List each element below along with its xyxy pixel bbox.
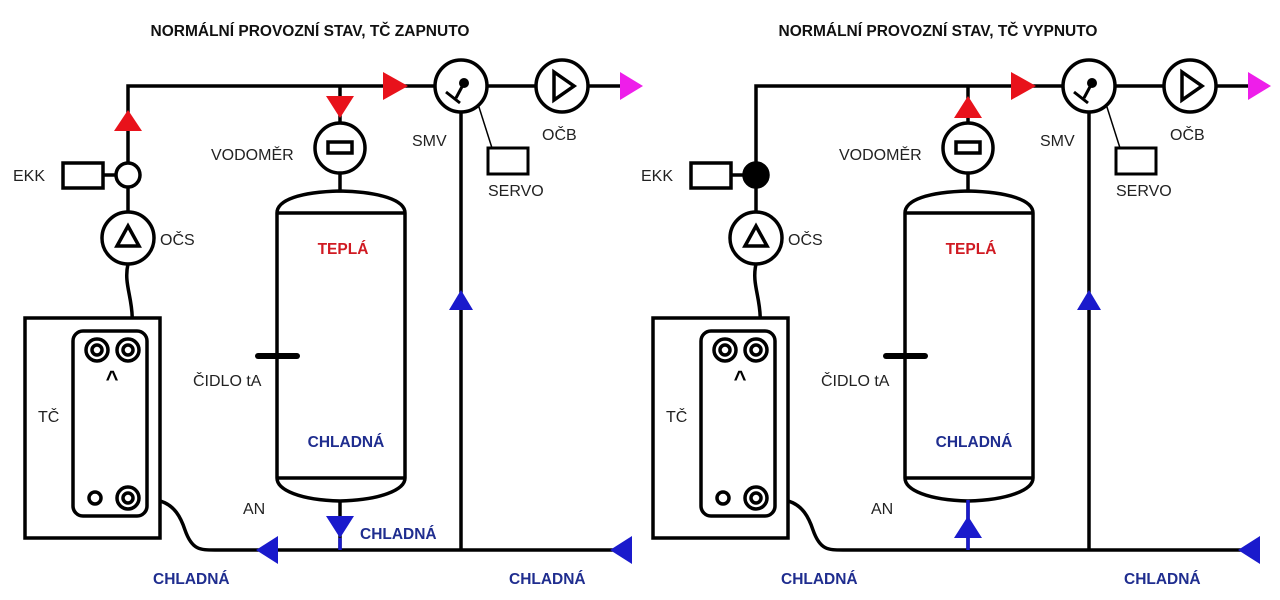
ocb-label: OČB <box>1170 125 1205 144</box>
exchanger-port-inner <box>121 491 135 505</box>
distribution-pump-icon <box>534 58 590 114</box>
cold-flow-up-arrow <box>449 290 473 310</box>
ocs-label: OČS <box>788 230 823 249</box>
tank-hot-zone-label: TEPLÁ <box>318 241 369 258</box>
vodomer-label: VODOMĚR <box>211 145 294 164</box>
smv-label: SMV <box>412 133 447 150</box>
distribution-pump-icon <box>1162 58 1218 114</box>
servo-box <box>486 146 530 176</box>
exchanger-port-inner <box>749 491 763 505</box>
an-label: AN <box>871 501 893 518</box>
servo-link <box>477 103 493 149</box>
hot-flow-right-arrow <box>1011 72 1036 100</box>
plate-heat-exchanger <box>699 329 777 518</box>
storage-tank <box>903 189 1035 503</box>
heat-pump-label: TČ <box>666 407 687 426</box>
an-label: AN <box>243 501 265 518</box>
inlet-label: CHLADNÁ <box>1124 571 1201 588</box>
smv-label: SMV <box>1040 133 1075 150</box>
exchanger-mark: ^ <box>734 366 747 391</box>
panel-title: NORMÁLNÍ PROVOZNÍ STAV, TČ ZAPNUTO <box>151 22 470 40</box>
circulation-pump-icon <box>100 210 156 266</box>
exchanger-port-inner <box>749 343 763 357</box>
panel-heatpump-off: NORMÁLNÍ PROVOZNÍ STAV, TČ VYPNUTO TČ ^ … <box>641 22 1271 588</box>
panel-heatpump-on: NORMÁLNÍ PROVOZNÍ STAV, TČ ZAPNUTO TČ ^ … <box>13 22 643 588</box>
return-label: CHLADNÁ <box>781 571 858 588</box>
pump-triangle-icon <box>114 222 142 248</box>
meter-display-icon <box>326 140 354 155</box>
ekk-valve-icon <box>114 161 142 189</box>
cold-return-arrow <box>256 536 278 564</box>
servo-label: SERVO <box>1116 183 1172 200</box>
cold-return-pipe <box>755 496 1258 552</box>
ekk-label: EKK <box>641 168 673 185</box>
exchanger-port-inner <box>718 343 732 357</box>
exchanger-port-inner <box>90 343 104 357</box>
exchanger-port-inner <box>121 343 135 357</box>
valve-handle-icon <box>445 82 466 105</box>
meter-display-icon <box>954 140 982 155</box>
ekk-actuator-box <box>689 161 733 190</box>
meter-flow-arrow <box>954 96 982 118</box>
sensor-label: ČIDLO tA <box>193 371 262 390</box>
servo-box <box>1114 146 1158 176</box>
cold-flow-up-arrow <box>1077 290 1101 310</box>
circulation-pump-icon <box>728 210 784 266</box>
tank-hot-zone-label: TEPLÁ <box>946 241 997 258</box>
ocb-label: OČB <box>542 125 577 144</box>
ekk-actuator-box <box>61 161 105 190</box>
meter-flow-arrow <box>326 96 354 118</box>
exchanger-port-icon <box>715 490 731 506</box>
tank-outlet-flow-arrow <box>326 516 354 538</box>
valve-handle-icon <box>1073 82 1094 105</box>
outlet-arrow <box>1248 72 1271 100</box>
exchanger-port-icon <box>87 490 103 506</box>
tank-cold-zone-label: CHLADNÁ <box>308 434 385 451</box>
vodomer-label: VODOMĚR <box>839 145 922 164</box>
panel-title: NORMÁLNÍ PROVOZNÍ STAV, TČ VYPNUTO <box>779 22 1098 40</box>
tank-cold-zone-label: CHLADNÁ <box>936 434 1013 451</box>
exchanger-mark: ^ <box>106 366 119 391</box>
pump-triangle-icon <box>552 68 578 104</box>
sensor-label: ČIDLO tA <box>821 371 890 390</box>
pump-triangle-icon <box>1180 68 1206 104</box>
hot-flow-right-arrow <box>383 72 408 100</box>
servo-link <box>1105 103 1121 149</box>
return-label: CHLADNÁ <box>153 571 230 588</box>
pump-triangle-icon <box>742 222 770 248</box>
tank-outlet-label: CHLADNÁ <box>360 526 437 543</box>
ekk-valve-icon <box>742 161 770 189</box>
servo-label: SERVO <box>488 183 544 200</box>
hot-flow-up-arrow <box>114 110 142 131</box>
storage-tank <box>275 189 407 503</box>
plate-heat-exchanger <box>71 329 149 518</box>
cold-inlet-arrow <box>1238 536 1260 564</box>
ekk-label: EKK <box>13 168 45 185</box>
heat-pump-label: TČ <box>38 407 59 426</box>
ocs-label: OČS <box>160 230 195 249</box>
outlet-arrow <box>620 72 643 100</box>
inlet-label: CHLADNÁ <box>509 571 586 588</box>
cold-inlet-arrow <box>610 536 632 564</box>
